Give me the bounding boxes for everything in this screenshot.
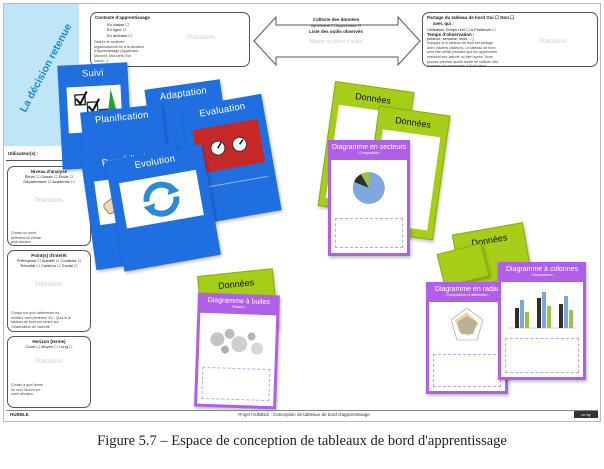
radar-chart-card-body: [429, 302, 505, 391]
card-evolution[interactable]: Evolution: [105, 144, 221, 272]
data-card-3-title: Données: [217, 277, 255, 291]
bubble-chart-illustration: [210, 328, 264, 355]
pie-chart-card-subtitle: - Composition -: [357, 151, 381, 155]
context-note: Décrire le contexte organisationnel lié …: [94, 40, 145, 63]
context-option-online[interactable]: En ligne ☐: [107, 27, 127, 33]
pie-chart-illustration: [352, 171, 385, 204]
analysis-level-title: Niveau d'analyse: [30, 169, 68, 174]
card-evaluation[interactable]: Evaluation: [180, 93, 282, 225]
tools-list-title: Liste des outils observés: [309, 29, 363, 34]
sharing-hint: Précisions: [539, 39, 567, 45]
interest-title: Point(s) d'intérêt: [31, 253, 67, 258]
usage-row[interactable]: Utilisation Temps réel ☐ A Postériori ☐: [427, 27, 496, 32]
column-chart-illustration: [509, 292, 577, 329]
column-chart-card[interactable]: Diagramme à colonnes - Comparaison -: [498, 262, 586, 380]
interest-row1[interactable]: Prérequise ☐ Activité ☐ Contexte ☐: [16, 258, 82, 263]
column-chart-card-notes: [505, 338, 579, 373]
design-board: La décision retenue Contexte d'apprentis…: [3, 3, 601, 422]
interest-hint: Précisions: [35, 282, 63, 288]
context-hint: Précisions: [187, 35, 215, 41]
bubble-chart-card-body: [197, 312, 277, 407]
horizon-note: Choisir à quel terme on veut l'action en…: [11, 383, 44, 397]
data-card-2-title: Données: [394, 115, 432, 130]
analysis-level-row1[interactable]: Élève ☐ Classe ☐ École ☐: [24, 174, 74, 179]
sharing-box: Partage du tableau de bord Oui ☐ Non ☐ a…: [422, 12, 598, 69]
horizon-hint: Précisions: [35, 359, 63, 365]
interest-note: Choisir sur quoi déterminer un meilleur …: [11, 311, 71, 330]
figure-caption: Figure 5.7 – Espace de conception de tab…: [97, 433, 507, 449]
sharing-title[interactable]: Partage du tableau de bord Oui ☐ Non ☐: [427, 15, 515, 20]
context-title: Contexte d'apprentissage: [95, 15, 150, 20]
column-chart-card-title: Diagramme à colonnes: [506, 266, 578, 273]
radar-chart-card[interactable]: Diagramme en radar - Composition et dist…: [426, 282, 508, 394]
gauge-icon: [210, 136, 248, 156]
sharing-with: avec qui :: [433, 21, 454, 26]
context-option-class[interactable]: En classe ☐: [107, 22, 130, 27]
refresh-icon: [143, 181, 180, 217]
bubble-chart-card-notes: [201, 366, 271, 402]
column-chart-card-body: [501, 282, 583, 377]
analysis-level-box: Niveau d'analyse Élève ☐ Classe ☐ École …: [7, 166, 91, 246]
analysis-level-hint: Précisions: [35, 198, 63, 204]
observation-time-title: Temps d'observation :: [427, 32, 475, 37]
horizon-box: Horizon (terme) Court ☐ Moyen ☐ Long ☐ P…: [7, 336, 91, 408]
license-badge: cc by: [574, 411, 598, 418]
data-collection-options[interactable]: Synchrone ☐ Asynchrone ☐: [310, 23, 362, 28]
context-option-ambient[interactable]: En ambiant ☐: [107, 32, 132, 38]
users-rule: [6, 160, 92, 161]
sharing-note: Indiquez si le tableau de bord est parta…: [427, 41, 499, 69]
footer-rule: [6, 410, 598, 411]
context-box: Contexte d'apprentissage En classe ☐ En …: [90, 12, 250, 67]
data-collection-content: Collecte des données Synchrone ☐ Asynchr…: [280, 17, 392, 45]
evolution-illustration: [119, 169, 204, 229]
interest-box: Point(s) d'intérêt Prérequise ☐ Activité…: [7, 250, 91, 332]
interest-row2[interactable]: Résultat ☐ Contenu ☐ Social ☐: [20, 263, 78, 268]
card-adaptation-title: Adaptation: [159, 85, 208, 103]
observation-time-units: (séance, semaine, mois, ...): [427, 37, 474, 41]
users-label: Utilisateur(s) :: [8, 151, 39, 156]
bubble-chart-card[interactable]: Diagramme à bulles - Relation -: [194, 292, 280, 410]
radar-chart-card-notes: [433, 354, 501, 387]
data-collection-title: Collecte des données: [312, 17, 360, 22]
radar-chart-card-subtitle: - Composition et distribution -: [444, 293, 490, 297]
horizon-row[interactable]: Court ☐ Moyen ☐ Long ☐: [25, 344, 73, 349]
card-suivi-title: Suivi: [81, 67, 104, 80]
horizon-title: Horizon (terme): [32, 339, 66, 344]
analysis-level-note: Choisir un point pertinent ou choisir pl…: [11, 231, 42, 245]
footer-title: Projet HUBBLE : Conception de tableaux d…: [238, 412, 370, 417]
pie-chart-card-notes: [335, 218, 403, 248]
radar-chart-illustration: [450, 307, 484, 341]
tools-hint: Nature ou types d'outils: [309, 39, 363, 45]
pie-chart-card-body: [331, 160, 407, 253]
pie-chart-card-title: Diagramme en secteurs: [331, 144, 407, 151]
column-chart-card-subtitle: - Comparaison -: [529, 273, 555, 277]
evaluation-text-lines: [202, 175, 268, 189]
gauge-illustration: [192, 118, 266, 174]
footer-logo: HUBBLE: [10, 412, 29, 417]
context-options: En classe ☐ En ligne ☐ En ambiant ☐: [107, 22, 132, 38]
data-collection-arrow: [253, 15, 421, 67]
analysis-level-row2[interactable]: Département ☐ Académie ☐: [23, 179, 75, 184]
radar-chart-card-title: Diagramme en radar: [434, 286, 500, 293]
pie-chart-card[interactable]: Diagramme en secteurs - Composition -: [328, 140, 410, 256]
